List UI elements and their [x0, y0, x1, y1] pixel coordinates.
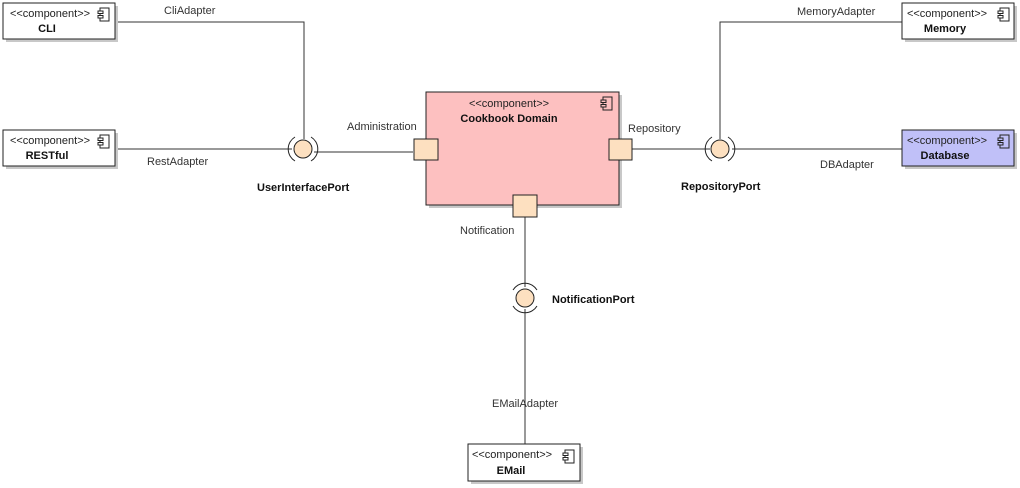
administration-label: Administration	[347, 121, 417, 133]
component-icon	[997, 7, 1010, 22]
component-icon	[97, 7, 110, 22]
memory-stereotype: <<component>>	[907, 8, 987, 20]
cookbook-domain-component[interactable]: <<component>> Cookbook Domain	[425, 91, 622, 208]
administration-port[interactable]	[413, 138, 439, 161]
memory-component[interactable]: <<component>> Memory	[901, 2, 1017, 42]
database-name: Database	[921, 150, 970, 162]
cli-stereotype: <<component>>	[10, 8, 90, 20]
component-icon	[97, 134, 110, 149]
notification-port-square[interactable]	[512, 194, 538, 218]
component-icon	[562, 449, 575, 464]
component-icon	[600, 96, 613, 111]
cli-adapter-edge[interactable]	[116, 21, 305, 139]
db-adapter-label: DBAdapter	[820, 159, 874, 171]
repository-port-square[interactable]	[608, 138, 633, 161]
email-stereotype: <<component>>	[472, 449, 552, 461]
repository-label: Repository	[628, 123, 681, 135]
memory-name: Memory	[924, 23, 967, 35]
database-stereotype: <<component>>	[907, 135, 987, 147]
memory-adapter-label: MemoryAdapter	[797, 6, 876, 18]
email-adapter-label: EMailAdapter	[492, 398, 558, 410]
user-interface-port-symbol[interactable]	[287, 136, 319, 162]
memory-adapter-edge[interactable]	[719, 21, 902, 139]
notification-label: Notification	[460, 225, 514, 237]
restful-stereotype: <<component>>	[10, 135, 90, 147]
restful-component[interactable]: <<component>> RESTful	[2, 129, 118, 169]
notification-port-symbol[interactable]	[512, 282, 538, 314]
email-component[interactable]: <<component>> EMail	[467, 443, 583, 484]
user-interface-port-label: UserInterfacePort	[257, 182, 350, 194]
cookbook-name: Cookbook Domain	[460, 113, 557, 125]
email-name: EMail	[497, 465, 526, 477]
rest-adapter-label: RestAdapter	[147, 156, 208, 168]
database-component[interactable]: <<component>> Database	[901, 129, 1017, 169]
cli-component[interactable]: <<component>> CLI	[2, 2, 118, 42]
notification-port-label: NotificationPort	[552, 294, 635, 306]
repository-port-label: RepositoryPort	[681, 181, 761, 193]
repository-port-symbol[interactable]	[704, 136, 736, 162]
restful-name: RESTful	[26, 150, 69, 162]
cli-adapter-label: CliAdapter	[164, 5, 216, 17]
cookbook-stereotype: <<component>>	[469, 98, 549, 110]
cli-name: CLI	[38, 23, 56, 35]
component-icon	[997, 134, 1010, 149]
